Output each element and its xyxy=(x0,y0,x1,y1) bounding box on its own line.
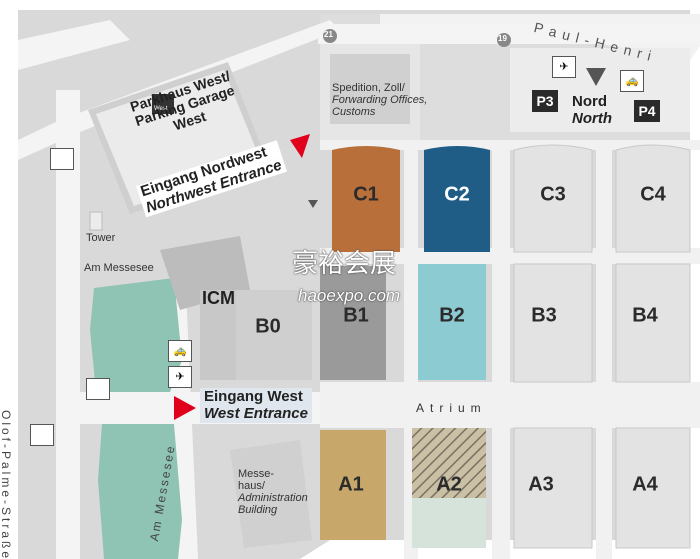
area-label-am-messesee: Am Messesee xyxy=(84,262,154,274)
admin-line-1: Messe- xyxy=(238,468,275,480)
hall-c1[interactable]: C1 xyxy=(353,183,379,206)
airport-shuttle-icon: ✈ xyxy=(552,56,576,78)
hall-a2[interactable]: A2 xyxy=(436,473,462,496)
administration-building-label: Messe- haus/ Administration Building xyxy=(238,468,308,516)
hall-a3-shape xyxy=(513,427,593,549)
hall-c2[interactable]: C2 xyxy=(444,183,470,206)
sign-icon-left-1 xyxy=(50,148,74,170)
hall-a2-lower-shape xyxy=(412,498,486,548)
taxi-icon: 🚕 xyxy=(620,70,644,92)
hall-b0-shape xyxy=(236,290,312,380)
hall-b3-shape xyxy=(513,263,593,383)
parking-p4-badge: P4 xyxy=(634,100,660,122)
road-number-19: 19 xyxy=(498,34,507,43)
hall-a4-shape xyxy=(615,427,691,549)
watermark-url: haoexpo.com xyxy=(298,286,401,305)
hall-a2-hatched-shape xyxy=(412,428,486,498)
forwarding-line-1: Spedition, Zoll/ xyxy=(332,82,405,94)
road-badge-21 xyxy=(323,29,337,43)
parking-garage-icon-text: West xyxy=(154,106,168,112)
forwarding-line-3: Customs xyxy=(332,106,376,119)
tower-shape xyxy=(89,211,103,231)
west-entrance-marker xyxy=(174,396,196,420)
airport-shuttle-icon-west: ✈ xyxy=(168,366,192,388)
hall-b2-shape xyxy=(418,264,486,380)
sign-icon-left-2 xyxy=(86,378,110,400)
lake-south xyxy=(98,424,182,559)
hall-c4-shape xyxy=(615,144,691,253)
hall-b0[interactable]: B0 xyxy=(255,315,281,338)
admin-line-3: Administration xyxy=(238,492,308,505)
hall-a3[interactable]: A3 xyxy=(528,473,554,496)
hall-c1-shape xyxy=(332,146,400,252)
northwest-entrance-marker xyxy=(290,134,310,158)
hall-a1-shape xyxy=(320,430,386,540)
road-badge-19 xyxy=(497,33,511,47)
icm-label: ICM xyxy=(202,288,235,308)
taxi-icon-west: 🚕 xyxy=(168,340,192,362)
admin-line-4: Building xyxy=(238,504,278,517)
west-entrance-en: West Entrance xyxy=(204,404,308,422)
north-label-en: North xyxy=(572,109,612,127)
west-entrance-de: Eingang West xyxy=(204,388,303,405)
hall-b1[interactable]: B1 xyxy=(343,304,369,327)
hall-b3[interactable]: B3 xyxy=(531,304,557,327)
north-label: Nord North xyxy=(572,93,612,127)
atrium-label: Atrium xyxy=(416,401,487,415)
street-label-olof-palme: Olof-Palme-Straße xyxy=(0,410,13,559)
road-number-21: 21 xyxy=(324,30,333,39)
north-arrow-icon xyxy=(586,68,606,86)
hall-b4-shape xyxy=(615,263,691,383)
parking-garage-icon: West xyxy=(152,94,174,114)
administration-building-shape xyxy=(230,440,312,548)
hall-a1[interactable]: A1 xyxy=(338,473,364,496)
north-label-de: Nord xyxy=(572,93,607,110)
tower-label: Tower xyxy=(86,232,116,244)
watermark-chinese: 豪裕会展 xyxy=(292,249,397,279)
parking-p3-badge: P3 xyxy=(532,90,558,112)
west-entrance-label[interactable]: Eingang West West Entrance xyxy=(200,388,312,423)
lake-north xyxy=(90,278,182,392)
sign-icon-left-3 xyxy=(30,424,54,446)
forwarding-line-2: Forwarding Offices, xyxy=(332,94,428,107)
forwarding-offices-label: Spedition, Zoll/ Forwarding Offices, Cus… xyxy=(332,82,427,118)
hall-b1-shape xyxy=(320,266,386,380)
hall-c3-shape xyxy=(513,144,593,253)
hall-b2[interactable]: B2 xyxy=(439,304,465,327)
admin-line-2: haus/ xyxy=(238,480,265,493)
hall-c4[interactable]: C4 xyxy=(640,183,666,206)
hall-a4[interactable]: A4 xyxy=(632,473,658,496)
hall-c2-shape xyxy=(424,146,490,252)
hall-b4[interactable]: B4 xyxy=(632,304,658,327)
hall-c3[interactable]: C3 xyxy=(540,183,566,206)
